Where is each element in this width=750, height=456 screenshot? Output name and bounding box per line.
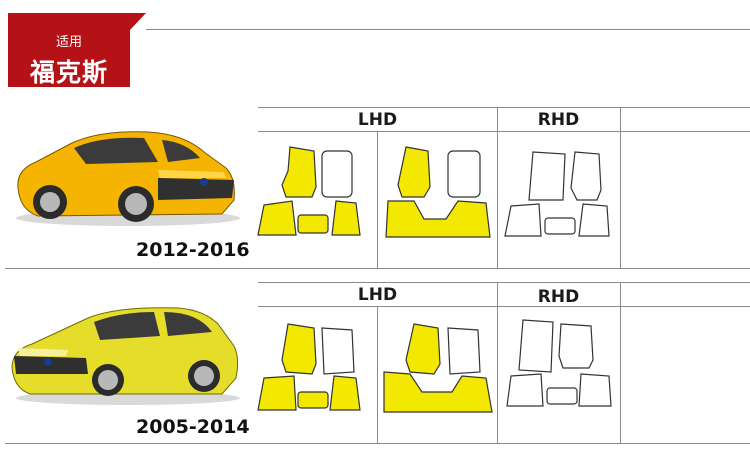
badge-title: 福克斯 [29, 58, 108, 87]
row2-rhd-header: RHD [537, 287, 580, 307]
row2-table-top [258, 282, 750, 283]
row1-divider-rhd-end [620, 107, 621, 268]
model-badge: 适用 福克斯 [8, 13, 130, 87]
row1-bottom-rule [5, 268, 750, 269]
row2-lhd-mats-b [383, 323, 493, 413]
row1-table-top [258, 107, 750, 108]
row2-header-bottom [258, 306, 750, 307]
badge-subtitle: 适用 [55, 35, 82, 50]
car-image-2012 [16, 131, 240, 226]
row1-divider-lhd-rhd [497, 107, 498, 268]
row1-header-bottom [258, 131, 750, 132]
row1-rhd-mats [504, 151, 610, 237]
car-image-2005 [11, 307, 240, 405]
row1-lhd-mats-b [385, 146, 491, 238]
header-rule [146, 29, 750, 30]
row1-lhd-header: LHD [357, 110, 398, 130]
row2-bottom-rule [5, 443, 750, 444]
row2-lhd-header: LHD [357, 285, 398, 305]
row2-divider-lhd-rhd [497, 282, 498, 443]
badge-notch [130, 13, 146, 30]
row1-rhd-header: RHD [537, 110, 580, 130]
row2-lhd-mats-a [257, 323, 361, 411]
row1-divider-lhd [377, 131, 378, 268]
row1-years: 2012-2016 [136, 239, 250, 261]
row2-years: 2005-2014 [136, 416, 250, 438]
row2-divider-rhd-end [620, 282, 621, 443]
row1-lhd-mats-a [257, 146, 361, 236]
row2-divider-lhd [377, 306, 378, 443]
row2-rhd-mats [506, 319, 612, 407]
